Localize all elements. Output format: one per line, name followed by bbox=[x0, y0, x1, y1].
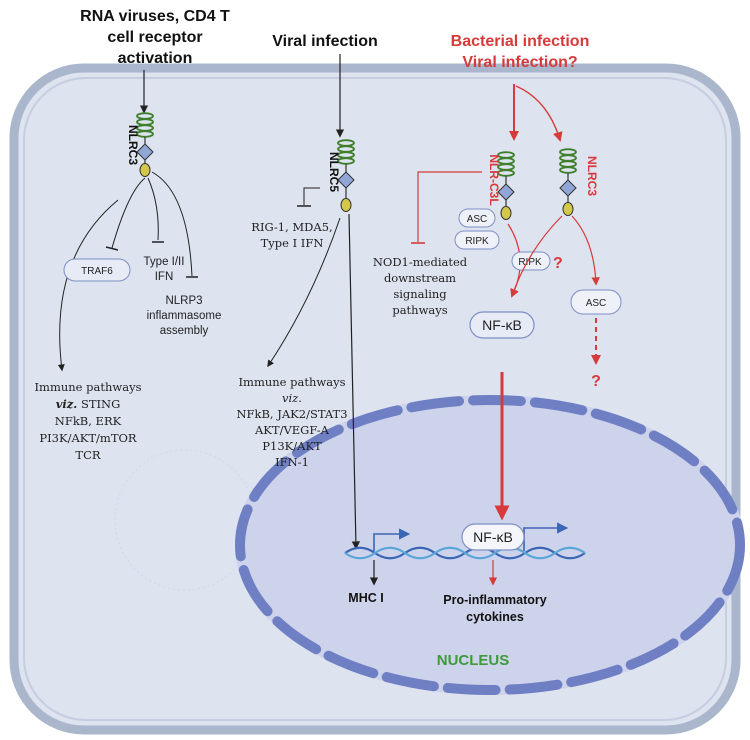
left-immune-line5: TCR bbox=[75, 448, 100, 462]
label-nlrc3-left: NLRC3 bbox=[126, 125, 140, 165]
left-immune-line2: viz. STING bbox=[56, 397, 121, 411]
left-immune-line3: NFkB, ERK bbox=[55, 414, 122, 428]
header-right-line1: Bacterial infection bbox=[451, 33, 590, 50]
nlrc3-right-receptor bbox=[559, 148, 577, 216]
ripk-question-mark: ? bbox=[553, 255, 563, 272]
nlrc3-left-receptor bbox=[136, 112, 154, 177]
arrow-right-to-nlrc3 bbox=[515, 85, 563, 142]
header-middle: Viral infection bbox=[272, 33, 378, 50]
nfkb-cytoplasm-pill bbox=[469, 311, 535, 339]
left-immune-line4: PI3K/AKT/mTOR bbox=[39, 431, 137, 445]
card-domain-icon bbox=[340, 198, 352, 212]
inhibit-nod1-line bbox=[417, 171, 482, 242]
header-right-line2: Viral infection? bbox=[462, 54, 577, 71]
traf6-label: TRAF6 bbox=[81, 266, 113, 277]
header-left-line3: activation bbox=[118, 50, 193, 67]
header-left-line1: RNA viruses, CD4 T bbox=[80, 8, 230, 25]
asc-right-pill bbox=[570, 289, 622, 315]
cytokines-line1: Pro-inflammatory bbox=[443, 593, 547, 607]
nlr-c3l-receptor bbox=[497, 151, 515, 220]
rig1-line2: Type I IFN bbox=[261, 236, 324, 250]
nod1-line3: signaling bbox=[393, 287, 447, 301]
type-ifn-line2: IFN bbox=[155, 271, 174, 283]
rig1-line1: RIG-1, MDA5, bbox=[251, 220, 332, 234]
mid-immune-line3: NFkB, JAK2/STAT3 bbox=[236, 407, 347, 421]
ripk-small-pill bbox=[454, 230, 500, 250]
arrow-immune-middle bbox=[267, 217, 341, 368]
arrow-nlrc5-to-mhc bbox=[348, 213, 361, 550]
header-left-line2: cell receptor bbox=[107, 29, 202, 46]
mid-immune-line1: Immune pathways bbox=[239, 375, 346, 389]
nfkb-nucleus-label: NF-κB bbox=[473, 529, 513, 545]
ripk-small-label: RIPK bbox=[465, 236, 489, 247]
tss-arrow-right bbox=[523, 522, 569, 551]
nucleus-label: NUCLEUS bbox=[437, 652, 510, 669]
mid-immune-line6: IFN-1 bbox=[275, 455, 309, 469]
arrow-nlrc3-to-nfkb bbox=[510, 215, 563, 298]
asc-small-label: ASC bbox=[467, 214, 488, 225]
nod1-line2: downstream bbox=[384, 271, 456, 285]
card-domain-icon bbox=[562, 202, 574, 216]
lrr-coil-icon bbox=[559, 148, 577, 174]
mid-immune-line2: viz. bbox=[282, 391, 302, 405]
nfkb-nucleus-pill bbox=[461, 523, 525, 551]
inhibit-nlrp3-line bbox=[151, 171, 193, 277]
nlrp3-line1: NLRP3 bbox=[165, 295, 202, 307]
card-domain-icon bbox=[139, 163, 151, 177]
nod1-line4: pathways bbox=[392, 303, 447, 317]
lrr-coil-icon bbox=[337, 139, 355, 165]
lrr-coil-icon bbox=[497, 151, 515, 177]
mid-immune-line4: AKT/VEGF-A bbox=[254, 423, 330, 437]
asc-small-pill bbox=[458, 208, 496, 228]
ripk-question-pill bbox=[511, 251, 551, 271]
card-domain-icon bbox=[500, 206, 512, 220]
mid-immune-line5: P13K/AKT bbox=[262, 439, 322, 453]
type-ifn-line1: Type I/II bbox=[144, 256, 185, 268]
traf6-pill bbox=[63, 258, 131, 282]
inhibit-type-ifn-line bbox=[147, 177, 159, 241]
inhibit-rig1-line bbox=[303, 187, 320, 205]
cytokines-line2: cytokines bbox=[466, 610, 524, 624]
dna-helix-icon bbox=[344, 546, 586, 560]
label-nlrc5: NLRC5 bbox=[327, 152, 341, 192]
question-bottom: ? bbox=[591, 373, 601, 390]
cell-membrane-inner bbox=[23, 77, 727, 721]
left-immune-line1: Immune pathways bbox=[35, 380, 142, 394]
inhibit-traf6-line bbox=[111, 177, 146, 249]
arrow-nlrc3-to-asc bbox=[571, 215, 600, 286]
lrr-coil-icon bbox=[136, 112, 154, 138]
label-nlrc3-right: NLRC3 bbox=[585, 156, 599, 196]
mhc-label: MHC I bbox=[348, 591, 383, 605]
nfkb-cytoplasm-label: NF-κB bbox=[482, 317, 522, 333]
label-nlr-c3l: NLR-C3L bbox=[487, 154, 501, 205]
nlrp3-line2: inflammasome bbox=[147, 310, 222, 322]
tss-arrow-left bbox=[373, 528, 411, 551]
ripk-question-label: RIPK bbox=[518, 257, 542, 268]
nlrc5-receptor bbox=[337, 139, 355, 212]
nlrp3-line3: assembly bbox=[160, 325, 209, 337]
nod1-line1: NOD1-mediated bbox=[373, 255, 468, 269]
asc-right-label: ASC bbox=[586, 298, 607, 309]
